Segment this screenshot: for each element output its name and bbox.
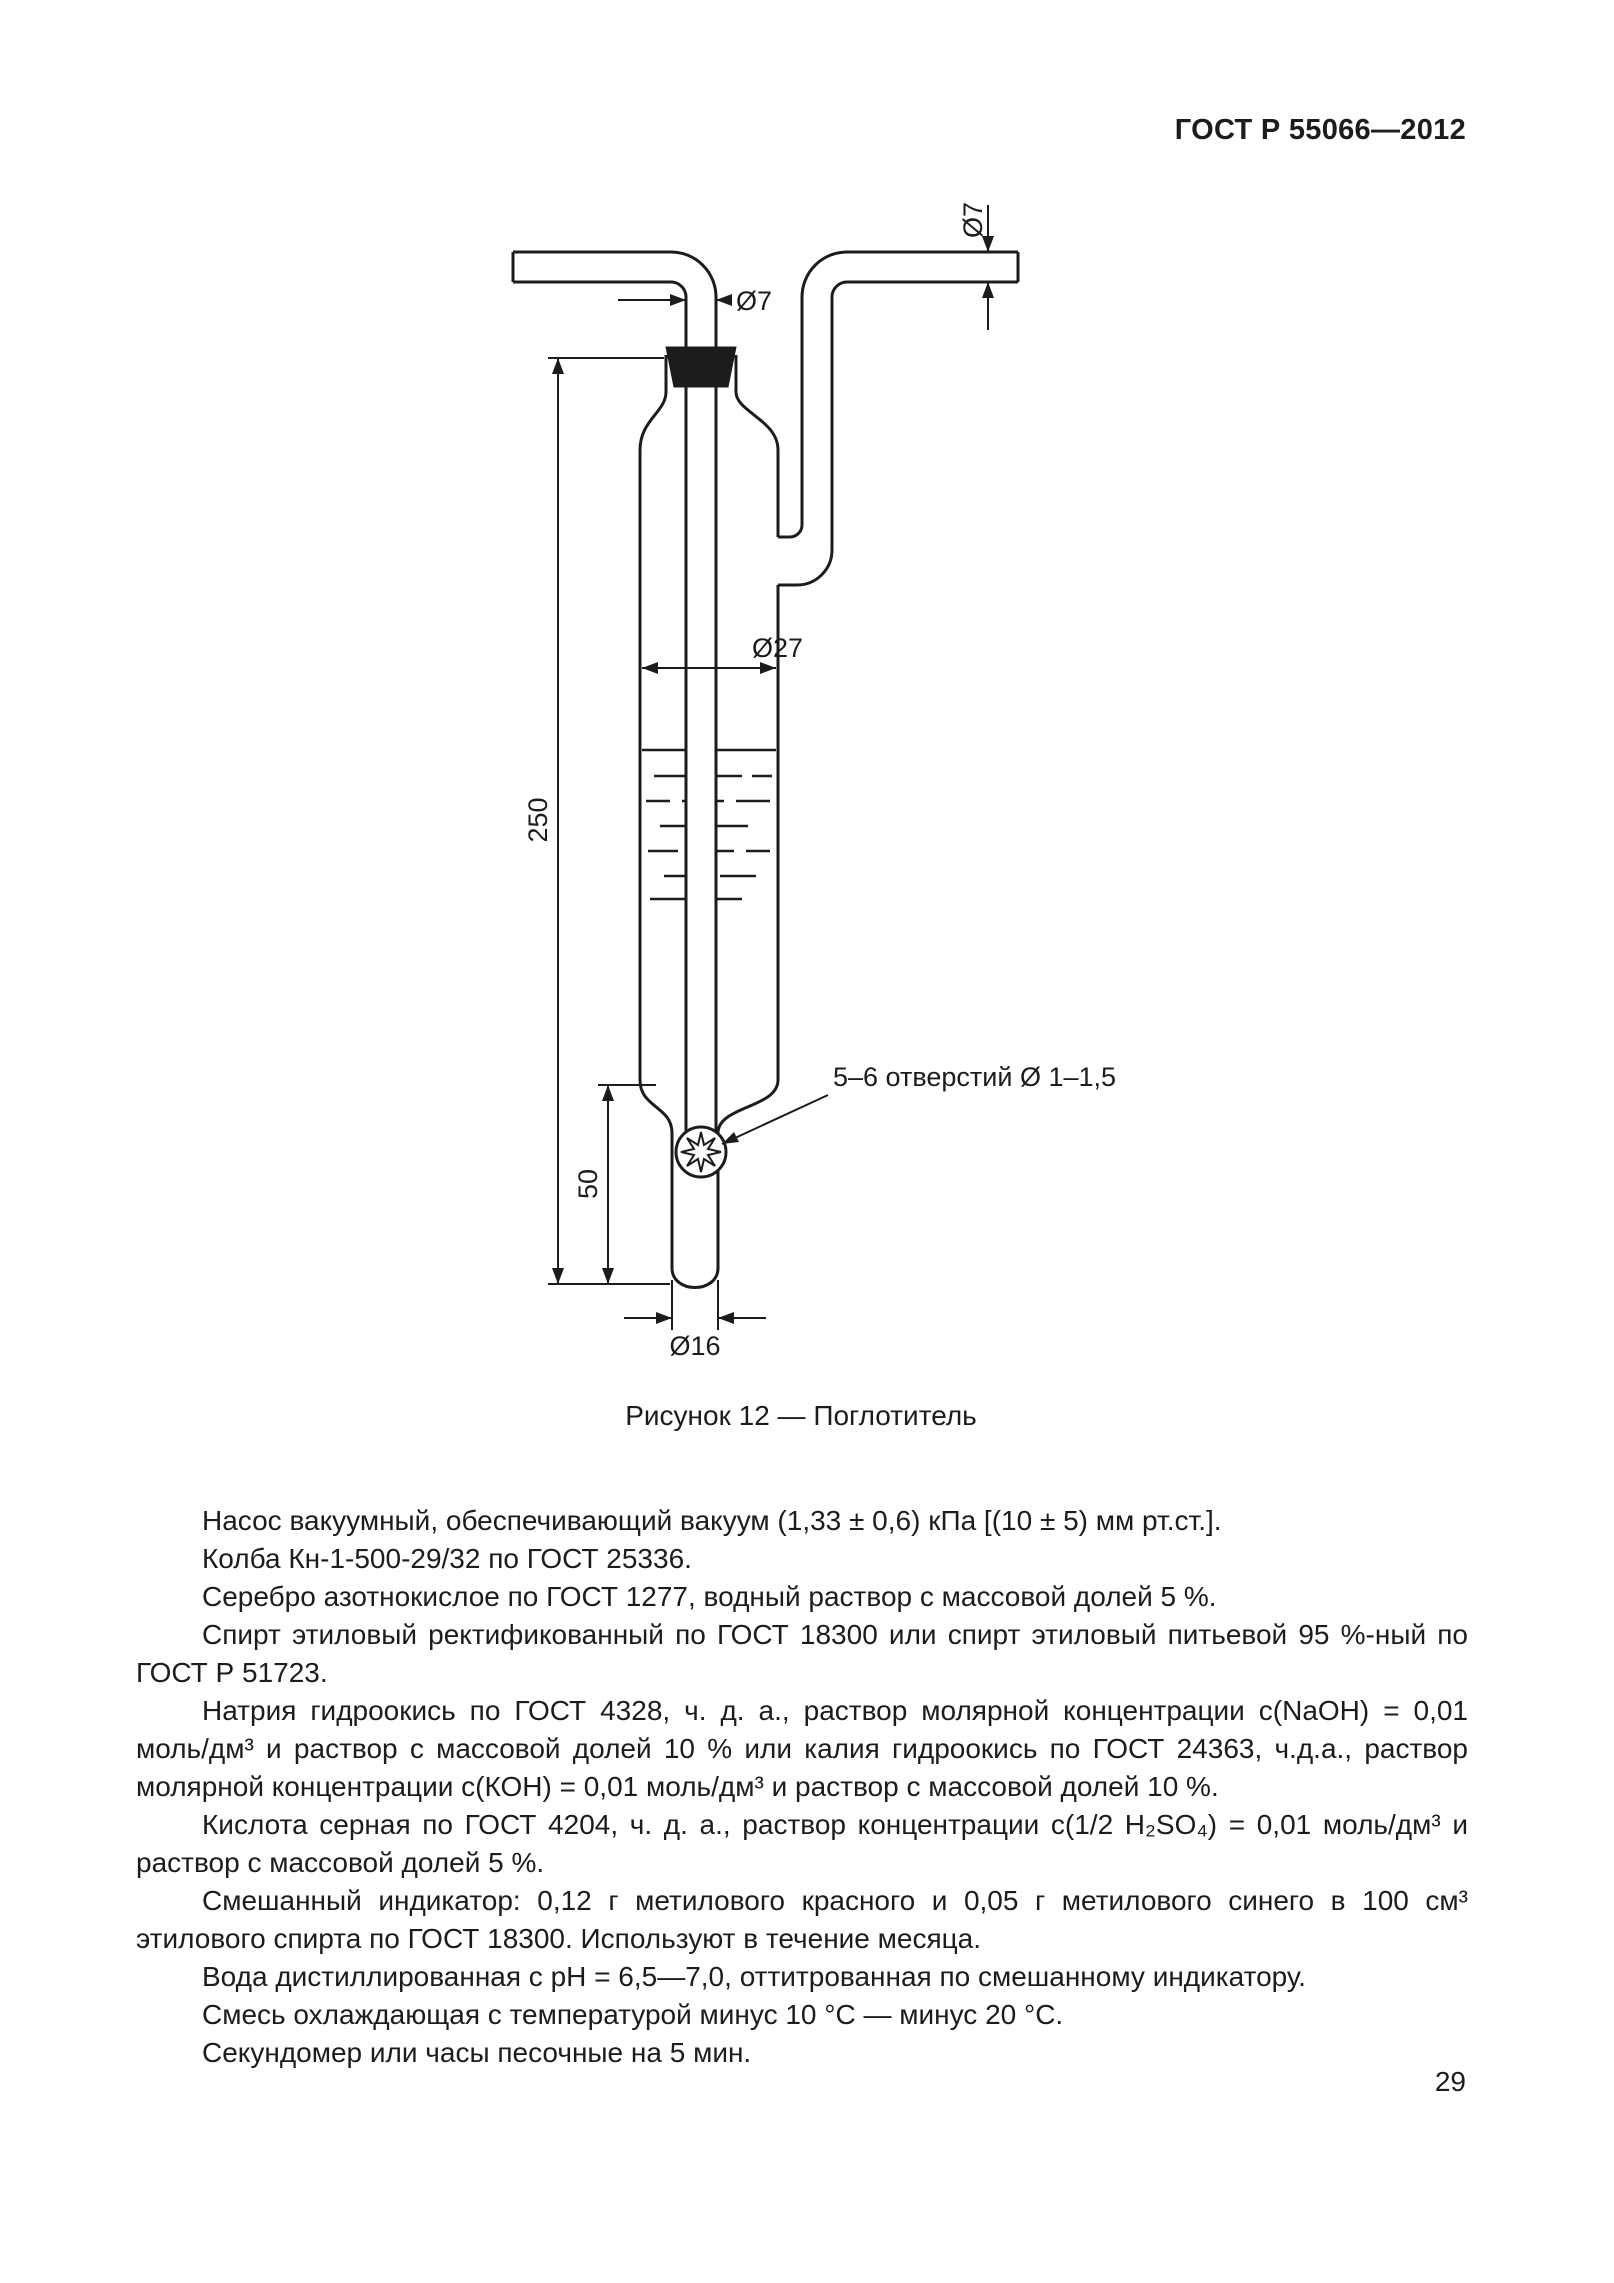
paragraph-stopwatch: Секундомер или часы песочные на 5 мин. bbox=[202, 2037, 752, 2068]
dimension-label-bottom-diameter: Ø16 bbox=[669, 1331, 720, 1361]
body-text: Насос вакуумный, обеспечивающий вакуум (… bbox=[136, 1502, 1468, 2072]
inner-inlet-tube bbox=[511, 250, 728, 1179]
dimension-annotations: 250 50 Ø27 Ø7 Ø7 Ø16 bbox=[523, 202, 1116, 1361]
paragraph-distilled-water: Вода дистиллированная с pH = 6,5—7,0, от… bbox=[202, 1961, 1306, 1992]
paragraph-flask: Колба Кн-1-500-29/32 по ГОСТ 25336. bbox=[202, 1543, 692, 1574]
stopper bbox=[665, 346, 737, 388]
figure-caption: Рисунок 12 — Поглотитель bbox=[625, 1400, 977, 1431]
standard-number: ГОСТ Р 55066—2012 bbox=[1174, 114, 1466, 146]
paragraph-cooling-mixture: Смесь охлаждающая с температурой минус 1… bbox=[202, 1999, 1064, 2030]
paragraph-silver-nitrate: Серебро азотнокислое по ГОСТ 1277, водны… bbox=[202, 1581, 1217, 1612]
dimension-label-height-250: 250 bbox=[523, 797, 553, 842]
dimension-label-inlet-diameter: Ø7 bbox=[736, 286, 772, 316]
paragraph-sodium-hydroxide: Натрия гидроокись по ГОСТ 4328, ч. д. а.… bbox=[136, 1695, 1468, 1802]
paragraph-mixed-indicator: Смешанный индикатор: 0,12 г метилового к… bbox=[136, 1885, 1468, 1954]
dimension-label-vessel-diameter: Ø27 bbox=[752, 633, 803, 663]
bulb-holes-pattern bbox=[680, 1131, 722, 1173]
dimension-label-outlet-diameter: Ø7 bbox=[958, 202, 988, 238]
holes-annotation: 5–6 отверстий Ø 1–1,5 bbox=[833, 1062, 1116, 1092]
paragraph-ethyl-alcohol: Спирт этиловый ректификованный по ГОСТ 1… bbox=[136, 1619, 1468, 1688]
absorber-vessel-outline bbox=[638, 250, 1020, 1289]
outlet-side-arm bbox=[778, 250, 1020, 587]
page-number: 29 bbox=[1434, 2066, 1466, 2097]
figure-12-drawing: 250 50 Ø27 Ø7 Ø7 Ø16 bbox=[511, 202, 1116, 1361]
paragraph-sulfuric-acid: Кислота серная по ГОСТ 4204, ч. д. а., р… bbox=[136, 1809, 1468, 1878]
paragraph-vacuum-pump: Насос вакуумный, обеспечивающий вакуум (… bbox=[202, 1505, 1222, 1536]
dimension-label-height-50: 50 bbox=[573, 1169, 603, 1199]
